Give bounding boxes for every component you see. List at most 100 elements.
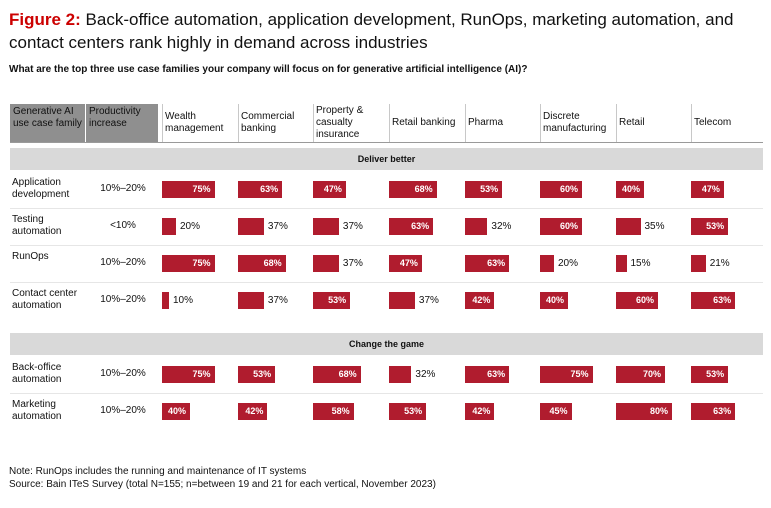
- bar-value-label: 80%: [649, 405, 668, 416]
- row-separator: [10, 207, 763, 209]
- column-header-telecom: Telecom: [694, 117, 732, 128]
- bar-value-label: 53%: [706, 220, 725, 231]
- row-label: Application development: [12, 177, 70, 200]
- bar-value-label: 37%: [342, 220, 363, 232]
- note-text: Note: RunOps includes the running and ma…: [9, 466, 307, 477]
- bar: [616, 217, 641, 235]
- bar: [540, 180, 582, 198]
- bar-value-label: 42%: [245, 405, 264, 416]
- bar-value-label: 63%: [411, 220, 430, 231]
- bar-value-label: 40%: [621, 183, 640, 194]
- column-header-pharma: Pharma: [468, 117, 504, 128]
- column-divider: [162, 104, 163, 142]
- bar-value-label: 63%: [487, 368, 506, 379]
- bar: [691, 180, 724, 198]
- bar: [162, 291, 169, 309]
- bar-value-label: 21%: [709, 257, 730, 269]
- bar: [238, 402, 268, 420]
- bar-value-label: 47%: [323, 183, 342, 194]
- bar-value-label: 60%: [635, 294, 654, 305]
- bar: [540, 254, 554, 272]
- bar-value-label: 37%: [267, 220, 288, 232]
- bar-value-label: 68%: [338, 368, 357, 379]
- bar-value-label: 15%: [630, 257, 651, 269]
- bar: [238, 254, 286, 272]
- bar: [465, 217, 488, 235]
- bar: [691, 402, 736, 420]
- bar: [465, 291, 495, 309]
- bar: [691, 291, 736, 309]
- bar: [389, 180, 437, 198]
- bar: [162, 365, 215, 383]
- column-divider: [540, 104, 541, 142]
- bar: [465, 365, 510, 383]
- bar-value-label: 53%: [706, 368, 725, 379]
- productivity-value: 10%–20%: [100, 257, 146, 268]
- productivity-value: <10%: [110, 220, 136, 231]
- bar: [313, 402, 354, 420]
- bar: [389, 254, 422, 272]
- bar-value-label: 53%: [253, 368, 272, 379]
- bar-value-label: 37%: [342, 257, 363, 269]
- column-divider: [238, 104, 239, 142]
- row-label: Testing automation: [12, 214, 62, 237]
- bar-value-label: 60%: [559, 183, 578, 194]
- bar-value-label: 53%: [480, 183, 499, 194]
- bar: [162, 217, 176, 235]
- survey-question: What are the top three use case families…: [9, 64, 528, 75]
- group-band: Change the game: [10, 333, 763, 355]
- bar: [313, 217, 339, 235]
- column-divider: [616, 104, 617, 142]
- bar: [238, 180, 283, 198]
- bar: [540, 291, 568, 309]
- bar: [162, 180, 215, 198]
- column-header-wealth-management: Wealth management: [165, 111, 224, 134]
- row-label: Contact center automation: [12, 288, 78, 311]
- bar-value-label: 10%: [173, 294, 194, 306]
- bar: [616, 402, 672, 420]
- bar: [465, 254, 510, 272]
- bar: [540, 402, 572, 420]
- bar-value-label: 63%: [713, 405, 732, 416]
- bar: [691, 217, 729, 235]
- bar: [162, 254, 215, 272]
- bar: [238, 291, 264, 309]
- bar: [540, 217, 582, 235]
- bar-value-label: 47%: [399, 257, 418, 268]
- bar-value-label: 70%: [642, 368, 661, 379]
- bar-value-label: 63%: [487, 257, 506, 268]
- bar-value-label: 32%: [491, 220, 512, 232]
- bar-value-label: 68%: [414, 183, 433, 194]
- bar-value-label: 63%: [713, 294, 732, 305]
- bar-value-label: 37%: [418, 294, 439, 306]
- bar: [238, 217, 264, 235]
- source-text: Source: Bain ITeS Survey (total N=155; n…: [9, 479, 436, 490]
- bar-value-label: 53%: [404, 405, 423, 416]
- row-separator: [10, 281, 763, 283]
- bar-value-label: 60%: [559, 220, 578, 231]
- bar-value-label: 53%: [328, 294, 347, 305]
- bar: [389, 217, 434, 235]
- bar: [389, 402, 427, 420]
- bar-value-label: 45%: [549, 405, 568, 416]
- bar-value-label: 40%: [167, 405, 186, 416]
- bar: [616, 365, 665, 383]
- bar-value-label: 35%: [644, 220, 665, 232]
- bar: [465, 402, 495, 420]
- row-label: RunOps: [12, 251, 49, 262]
- bar: [313, 180, 346, 198]
- bar-value-label: 32%: [415, 368, 436, 380]
- bar-value-label: 68%: [263, 257, 282, 268]
- bar-value-label: 40%: [545, 294, 564, 305]
- bar: [465, 180, 503, 198]
- bar-value-label: 75%: [192, 368, 211, 379]
- figure-title-text: Back-office automation, application deve…: [9, 10, 734, 52]
- bar: [691, 254, 706, 272]
- column-divider: [313, 104, 314, 142]
- bar-value-label: 63%: [260, 183, 279, 194]
- column-divider: [465, 104, 466, 142]
- bar-value-label: 58%: [331, 405, 350, 416]
- bar: [616, 254, 627, 272]
- bar-value-label: 42%: [472, 405, 491, 416]
- bar-value-label: 75%: [570, 368, 589, 379]
